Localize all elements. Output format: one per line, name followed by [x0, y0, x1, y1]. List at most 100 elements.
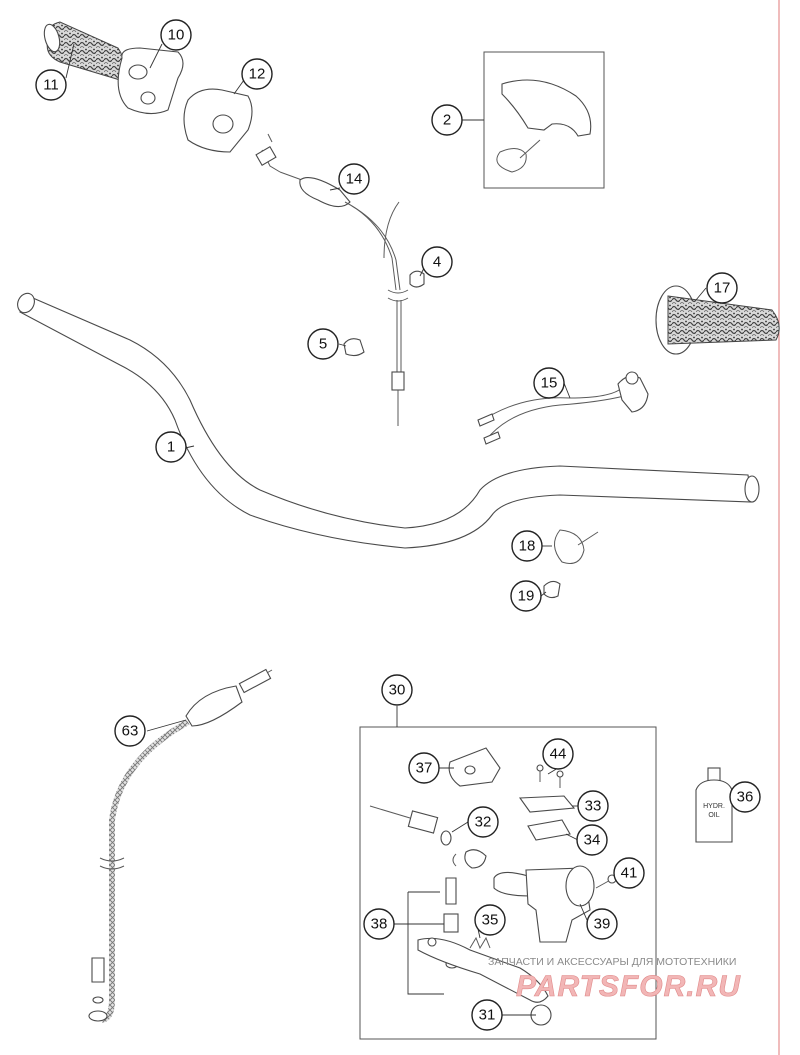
brake-line — [88, 668, 273, 1023]
handguard-kit — [483, 51, 605, 189]
callout-dust-boot: 37 — [408, 752, 440, 784]
watermark: ЗАПЧАСТИ И АКСЕССУАРЫ ДЛЯ МОТОТЕХНИКИ PA… — [488, 956, 788, 1016]
callout-number: 2 — [443, 112, 451, 129]
dust-boot — [448, 747, 501, 787]
cap-screw — [536, 764, 564, 788]
left-grip — [655, 285, 780, 355]
callout-throttle-grip: 11 — [35, 69, 67, 101]
callout-number: 19 — [518, 588, 535, 605]
callout-circle — [155, 431, 187, 463]
reservoir-cap — [518, 795, 576, 813]
clamp-screw — [595, 874, 617, 889]
callout-number: 18 — [519, 538, 536, 555]
callout-brake-master-kit: 30 — [381, 674, 413, 706]
callout-circle — [576, 824, 608, 856]
callout-number: 33 — [585, 798, 602, 815]
callout-cable-holder: 4 — [421, 246, 453, 278]
callout-number: 12 — [249, 66, 266, 83]
callout-circle — [338, 163, 370, 195]
callout-spring: 35 — [474, 904, 506, 936]
callout-circle — [729, 781, 761, 813]
callout-circle — [431, 104, 463, 136]
callout-circle — [474, 904, 506, 936]
callout-number: 11 — [43, 77, 59, 94]
hydraulic-oil — [695, 767, 733, 843]
spring — [469, 936, 491, 950]
throttle-cover — [183, 88, 253, 153]
callout-number: 5 — [319, 336, 327, 353]
callout-number: 10 — [168, 27, 185, 44]
callout-cable-clip: 5 — [307, 328, 339, 360]
callout-number: 41 — [621, 865, 638, 882]
callout-circle — [160, 19, 192, 51]
callout-circle — [35, 69, 67, 101]
throttle-cable — [255, 133, 409, 426]
callout-handguard-kit: 2 — [431, 104, 463, 136]
callout-circle — [114, 715, 146, 747]
callout-circle — [471, 999, 503, 1031]
callout-cable-tie: 18 — [511, 530, 543, 562]
cable-clip — [343, 338, 365, 357]
callout-number: 14 — [346, 171, 363, 188]
callout-number: 37 — [416, 760, 433, 777]
callout-circle — [706, 272, 738, 304]
lever-bolt-kit — [392, 877, 459, 995]
callout-circle — [510, 580, 542, 612]
callout-circle — [421, 246, 453, 278]
callout-throttle-cover: 12 — [241, 58, 273, 90]
watermark-brand: PARTSFOR.RU — [516, 970, 741, 1004]
callout-hydraulic-oil: 36 — [729, 781, 761, 813]
piston-kit — [369, 805, 487, 869]
callout-circle — [586, 908, 618, 940]
callout-circle — [363, 908, 395, 940]
callout-left-grip: 17 — [706, 272, 738, 304]
callout-brake-line: 63 — [114, 715, 146, 747]
callout-circle — [408, 752, 440, 784]
callout-circle — [381, 674, 413, 706]
callout-cable-clamp: 19 — [510, 580, 542, 612]
callout-circle — [467, 806, 499, 838]
callout-number: 44 — [550, 746, 567, 763]
callout-diaphragm: 34 — [576, 824, 608, 856]
callout-number: 30 — [389, 682, 406, 699]
handlebar — [17, 292, 760, 549]
watermark-caption: ЗАПЧАСТИ И АКСЕССУАРЫ ДЛЯ МОТОТЕХНИКИ — [488, 956, 737, 968]
callout-circle — [613, 857, 645, 889]
callout-number: 4 — [433, 254, 441, 271]
callout-reservoir-cap: 33 — [577, 790, 609, 822]
callout-number: 38 — [371, 916, 388, 933]
callout-throttle-housing: 10 — [160, 19, 192, 51]
callout-number: 1 — [167, 439, 175, 456]
cable-tie — [554, 529, 599, 564]
callout-clamp-screw: 41 — [613, 857, 645, 889]
callout-circle — [533, 367, 565, 399]
callout-number: 39 — [594, 916, 611, 933]
oil-label-line: HYDR.OIL — [703, 803, 725, 819]
diaphragm — [527, 819, 571, 841]
cable-holder — [409, 270, 425, 288]
callout-piston-kit: 32 — [467, 806, 499, 838]
callout-number: 31 — [479, 1007, 496, 1024]
cable-clamp — [543, 580, 561, 599]
callout-circle — [511, 530, 543, 562]
callout-number: 32 — [475, 814, 492, 831]
callout-number: 34 — [584, 832, 601, 849]
callout-master-cylinder: 39 — [586, 908, 618, 940]
callout-circle — [241, 58, 273, 90]
callout-circle — [542, 738, 574, 770]
callout-cap-screw: 44 — [542, 738, 574, 770]
callout-number: 35 — [482, 912, 499, 929]
callout-number: 63 — [122, 723, 139, 740]
callout-number: 17 — [714, 280, 731, 297]
callout-throttle-cable: 14 — [338, 163, 370, 195]
callout-handlebar: 1 — [155, 431, 187, 463]
callout-circle — [577, 790, 609, 822]
kill-switch — [477, 371, 649, 445]
lever — [417, 937, 552, 1026]
callout-number: 15 — [541, 375, 558, 392]
callout-circle — [307, 328, 339, 360]
master-cylinder — [493, 865, 595, 943]
